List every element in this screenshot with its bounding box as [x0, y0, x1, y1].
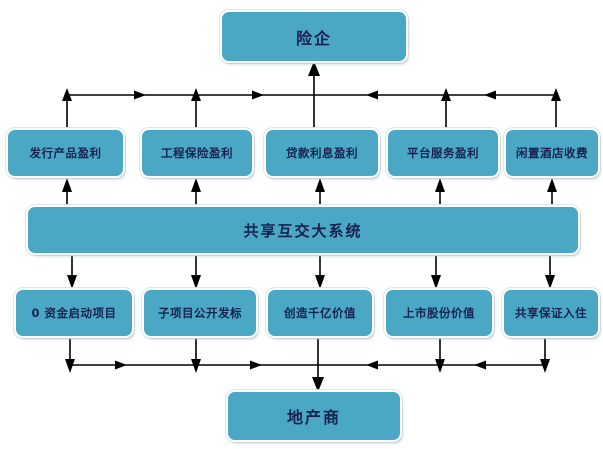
node-value-2[interactable]: 创造千亿价值 — [268, 290, 372, 336]
lower-collector-bus — [70, 360, 545, 370]
hub-to-revenue-arrows — [62, 178, 557, 207]
revenue-to-bus-risers — [62, 88, 561, 130]
node-insurance-enterprise[interactable]: 险企 — [222, 12, 406, 61]
node-real-estate-developer[interactable]: 地产商 — [228, 392, 400, 440]
node-revenue-0[interactable]: 发行产品盈利 — [8, 130, 123, 176]
node-value-4[interactable]: 共享保证入住 — [504, 290, 598, 336]
center-up-trunk — [308, 61, 320, 130]
node-value-3[interactable]: 上市股份价值 — [386, 290, 492, 336]
value-to-bus-drops — [65, 336, 550, 373]
node-revenue-2[interactable]: 贷款利息盈利 — [266, 130, 378, 176]
node-revenue-4[interactable]: 闲置酒店收费 — [506, 130, 598, 176]
center-down-trunk — [312, 336, 324, 392]
hub-to-value-arrows — [67, 253, 555, 289]
node-revenue-3[interactable]: 平台服务盈利 — [388, 130, 498, 176]
node-shared-interaction-system[interactable]: 共享互交大系统 — [28, 207, 578, 253]
node-value-0[interactable]: 0 资金启动项目 — [16, 290, 132, 336]
upper-collector-bus — [67, 90, 556, 100]
node-revenue-1[interactable]: 工程保险盈利 — [142, 130, 252, 176]
node-value-1[interactable]: 子项目公开发标 — [144, 290, 256, 336]
